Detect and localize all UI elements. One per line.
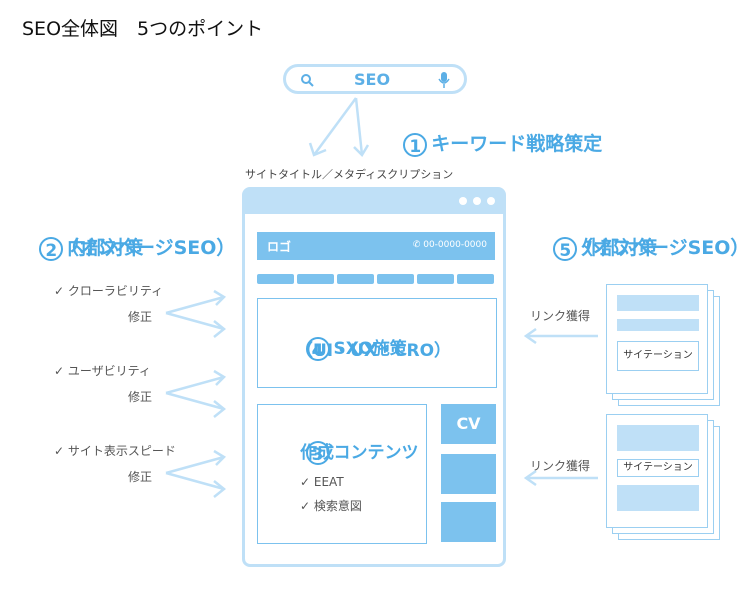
step-3-number: 3 — [305, 441, 330, 465]
external-site-2: サイテーション — [606, 414, 720, 540]
cv-placeholder-2 — [441, 502, 496, 542]
browser-top-bar — [245, 190, 503, 214]
search-term: SEO — [354, 70, 391, 89]
step-5-line1: 外部対策 — [581, 237, 658, 259]
cv-box: CV — [441, 404, 496, 444]
step-1-number: 1 — [403, 132, 428, 157]
search-arrows — [308, 97, 370, 158]
fix-label-2: 修正 — [128, 390, 153, 404]
step-3-line2: 作成 — [300, 443, 334, 463]
fix-label-3: 修正 — [128, 470, 153, 484]
citation-1: サイテーション — [617, 341, 699, 371]
step-4-line2: （UI・UX・CRO） — [296, 341, 452, 361]
external-site-1: サイテーション — [606, 284, 720, 406]
link-arrow-1 — [523, 328, 598, 344]
logo-label: ロゴ — [267, 240, 292, 254]
internal-arrows — [165, 289, 227, 498]
search-icon — [301, 74, 314, 87]
link-label-2: リンク獲得 — [530, 459, 591, 473]
internal-item-1: ✓ クローラビリティ — [54, 284, 164, 298]
site-header: ロゴ ✆ 00-0000-0000 — [257, 232, 495, 260]
step-2-line2: （オンページSEO） — [60, 237, 236, 259]
phone-number: ✆ 00-0000-0000 — [412, 240, 487, 250]
cv-placeholder-1 — [441, 454, 496, 494]
check-eeat: ✓ EEAT — [300, 475, 344, 489]
citation-2: サイテーション — [617, 459, 699, 477]
microphone-icon — [438, 72, 450, 88]
title-meta-label: サイトタイトル／メタディスクリプション — [245, 168, 454, 181]
link-arrow-2 — [523, 470, 598, 486]
step-2-number: 2 — [39, 236, 64, 261]
fix-label-1: 修正 — [128, 310, 153, 324]
internal-item-3: ✓ サイト表示スピード — [54, 444, 176, 458]
step-5-line2: （オフページSEO） — [574, 237, 750, 259]
step-2-line1: 内部対策 — [67, 237, 144, 259]
step-4-line1: SXO施策 — [333, 339, 407, 359]
search-bar: SEO — [283, 64, 467, 94]
step-1-label: キーワード戦略策定 — [431, 133, 603, 155]
link-label-1: リンク獲得 — [530, 309, 591, 323]
page-title: SEO全体図 5つのポイント — [22, 18, 264, 40]
step-3-line1: コンテンツ — [333, 443, 419, 463]
step-4-number: 4 — [305, 337, 330, 361]
internal-item-2: ✓ ユーザビリティ — [54, 364, 151, 378]
check-search-intent: ✓ 検索意図 — [300, 499, 362, 513]
step-5-number: 5 — [553, 236, 578, 261]
